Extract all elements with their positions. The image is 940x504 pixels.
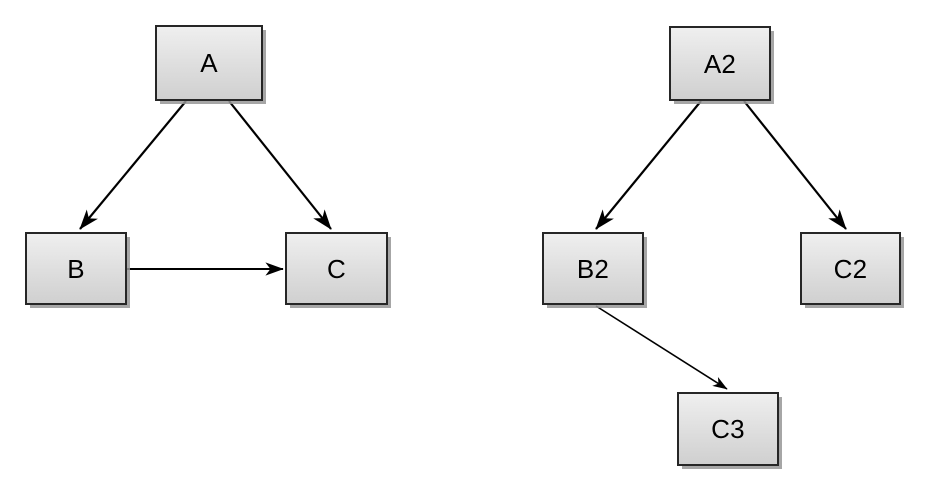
- node-c2-label: C2: [833, 253, 868, 284]
- node-a2[interactable]: A2: [669, 26, 771, 101]
- edge-b2-c3: [595, 305, 728, 390]
- node-c[interactable]: C: [285, 232, 388, 305]
- edge-a-b: [79, 100, 187, 230]
- edge-a-c: [228, 100, 332, 230]
- node-c-label: C: [327, 253, 346, 284]
- edge-a2-b2: [595, 100, 702, 230]
- node-a2-label: A2: [703, 48, 737, 79]
- edges-group: [79, 100, 847, 390]
- node-a[interactable]: A: [155, 25, 263, 101]
- node-c3-label: C3: [711, 414, 745, 444]
- node-c2[interactable]: C2: [800, 232, 901, 305]
- node-b[interactable]: B: [25, 232, 127, 305]
- node-a-label: A: [200, 48, 218, 78]
- node-c3[interactable]: C3: [677, 392, 779, 466]
- node-b-label: B: [67, 253, 85, 284]
- node-b2-label: B2: [576, 253, 610, 284]
- node-b2[interactable]: B2: [542, 232, 644, 305]
- edge-a2-c2: [743, 100, 847, 230]
